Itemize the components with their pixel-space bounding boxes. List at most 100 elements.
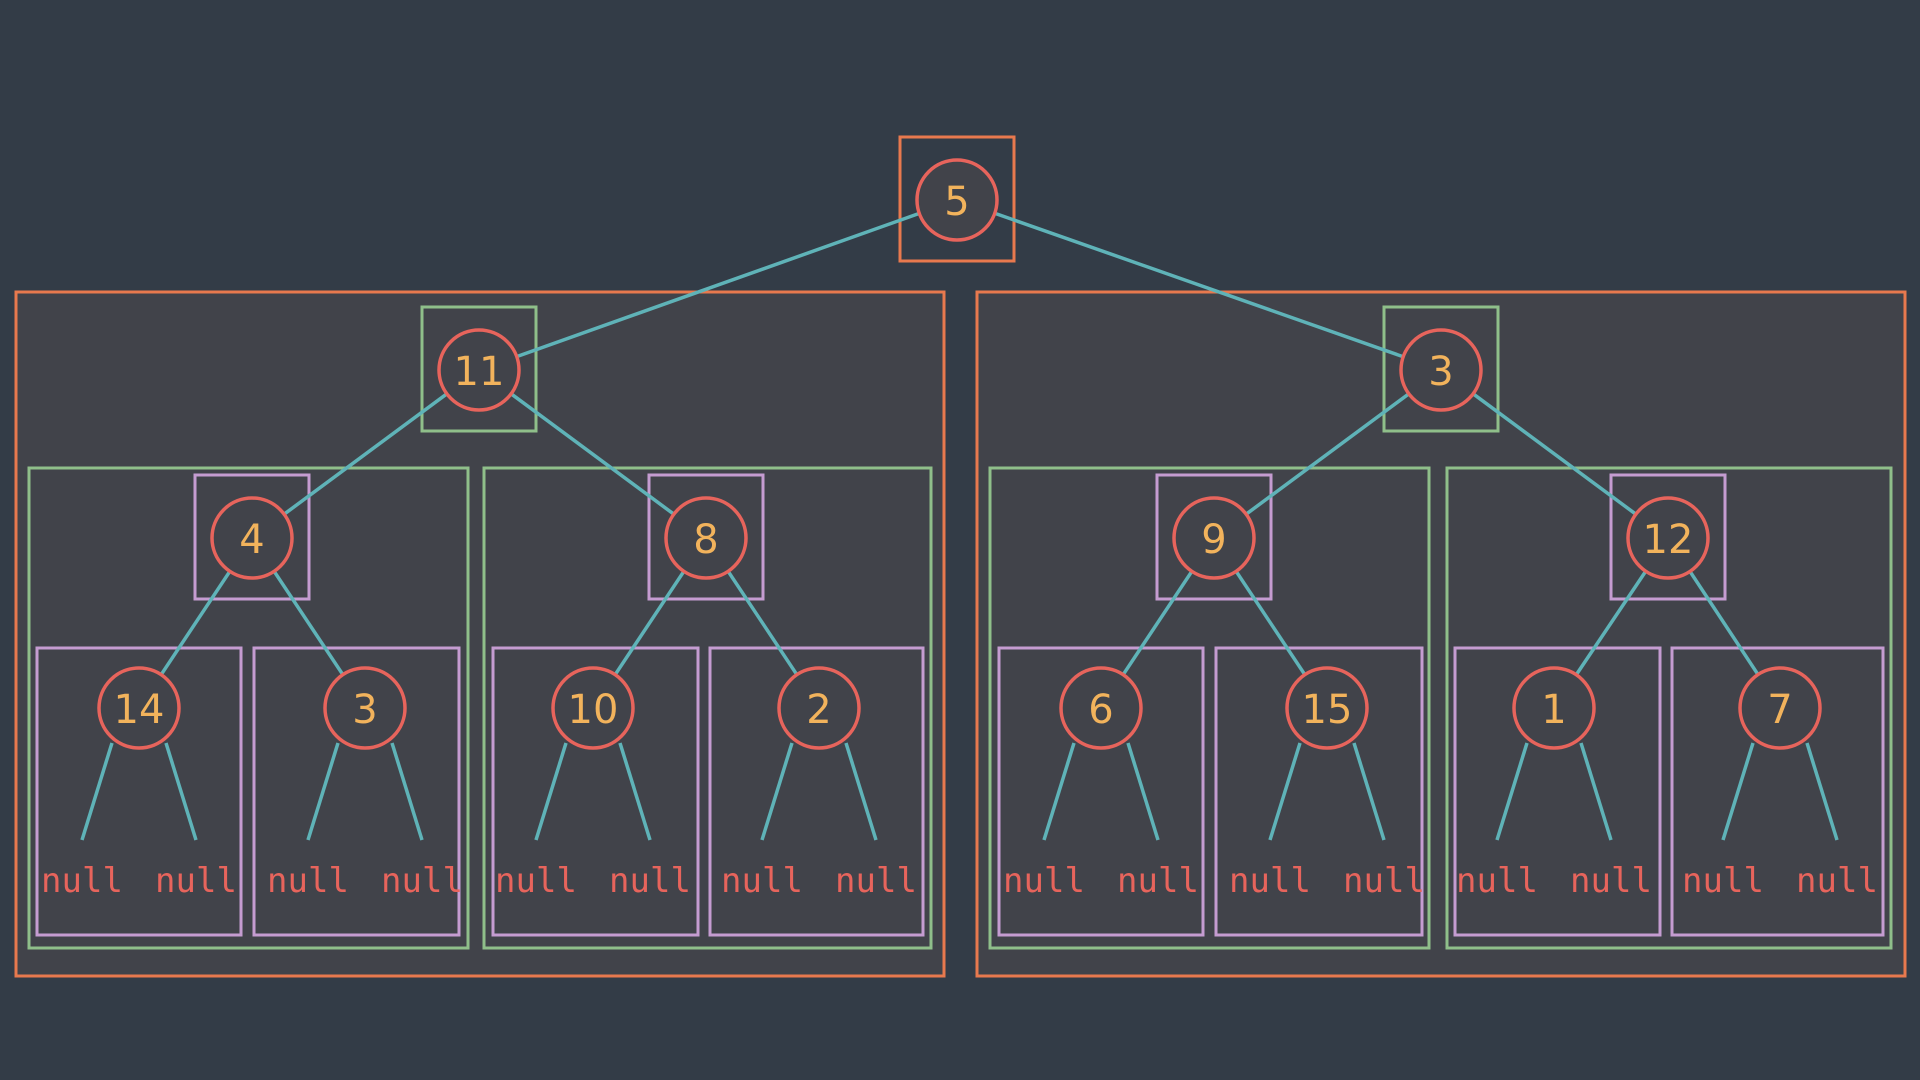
node-level3-1: 3	[323, 666, 407, 750]
null-edge	[164, 742, 198, 841]
node-value: 3	[1428, 349, 1453, 395]
edge-level2-2-to-4	[1121, 570, 1194, 676]
subtree-box-level3-1	[252, 646, 461, 937]
node-value: 15	[1302, 687, 1353, 733]
node-level2-2: 9	[1172, 496, 1256, 580]
edge-root-to-1	[994, 211, 1404, 359]
node-level2-3: 12	[1626, 496, 1710, 580]
subtree-box-level3-7	[1670, 646, 1885, 937]
null-label: null	[1343, 861, 1425, 901]
node-value: 12	[1643, 517, 1694, 563]
node-circle	[915, 158, 999, 242]
level2-node-box-2	[1155, 473, 1273, 601]
null-edge	[390, 742, 424, 841]
node-circle	[1399, 328, 1483, 412]
node-root: 5	[915, 158, 999, 242]
edge-level2-3-to-6	[1574, 570, 1648, 676]
null-edge	[1352, 742, 1386, 841]
node-level1-1: 3	[1399, 328, 1483, 412]
node-level3-3: 2	[777, 666, 861, 750]
null-edge	[1268, 742, 1302, 841]
null-edge	[1721, 742, 1755, 841]
null-edge	[760, 742, 794, 841]
node-value: 11	[454, 349, 505, 395]
null-edge	[1579, 742, 1613, 841]
null-edge	[844, 742, 878, 841]
node-value: 3	[352, 687, 377, 733]
node-value: 9	[1201, 517, 1226, 563]
node-value: 5	[944, 179, 969, 225]
node-value: 2	[806, 687, 831, 733]
edge-level2-3-to-7	[1688, 570, 1760, 676]
null-label: null	[155, 861, 237, 901]
null-label: null	[1682, 861, 1764, 901]
subtree-box-level2-1	[482, 466, 933, 950]
node-level2-0: 4	[210, 496, 294, 580]
edge-level1-0-to-0	[283, 392, 448, 516]
subtree-box-level2-0	[27, 466, 470, 950]
edge-level1-1-to-2	[1245, 392, 1410, 516]
node-circle	[777, 666, 861, 750]
null-edge	[534, 742, 568, 841]
level1-node-box-1	[1382, 305, 1500, 433]
node-circle	[551, 666, 635, 750]
subtree-box-level2-2	[988, 466, 1431, 950]
node-value: 4	[239, 517, 264, 563]
node-circle	[1512, 666, 1596, 750]
null-label: null	[41, 861, 123, 901]
null-edge	[1805, 742, 1839, 841]
null-edge	[1126, 742, 1160, 841]
edge-level1-0-to-1	[510, 392, 675, 516]
null-label: null	[1570, 861, 1652, 901]
node-circle	[1059, 666, 1143, 750]
level2-node-box-3	[1609, 473, 1727, 601]
null-label: null	[267, 861, 349, 901]
node-value: 6	[1088, 687, 1113, 733]
null-label: null	[835, 861, 917, 901]
subtree-box-level3-2	[491, 646, 700, 937]
null-edge	[306, 742, 340, 841]
node-level3-0: 14	[97, 666, 181, 750]
null-label: null	[381, 861, 463, 901]
null-label: null	[721, 861, 803, 901]
level2-node-box-1	[647, 473, 765, 601]
node-circle	[1285, 666, 1369, 750]
null-edge	[618, 742, 652, 841]
edge-level2-1-to-3	[726, 570, 799, 676]
subtree-boxes-layer	[14, 135, 1907, 978]
null-edge	[80, 742, 114, 841]
node-level3-7: 7	[1738, 666, 1822, 750]
edges-layer	[80, 211, 1839, 841]
node-circle	[664, 496, 748, 580]
node-level3-4: 6	[1059, 666, 1143, 750]
subtree-box-level2-3	[1445, 466, 1893, 950]
null-label: null	[1117, 861, 1199, 901]
node-value: 10	[568, 687, 619, 733]
null-label: null	[1796, 861, 1878, 901]
edge-level2-2-to-5	[1234, 570, 1307, 676]
null-label: null	[1229, 861, 1311, 901]
node-level1-0: 11	[437, 328, 521, 412]
subtree-box-level3-6	[1453, 646, 1662, 937]
node-circle	[437, 328, 521, 412]
edge-root-to-0	[516, 211, 920, 359]
null-label: null	[1456, 861, 1538, 901]
null-edge	[1495, 742, 1529, 841]
edge-level2-0-to-0	[159, 570, 232, 676]
subtree-box-level3-0	[35, 646, 243, 937]
node-level3-2: 10	[551, 666, 635, 750]
edge-level2-1-to-2	[613, 570, 686, 676]
node-value: 14	[114, 687, 165, 733]
node-level2-1: 8	[664, 496, 748, 580]
subtree-box-level3-5	[1214, 646, 1424, 937]
node-circle	[1738, 666, 1822, 750]
null-label: null	[609, 861, 691, 901]
edge-level1-1-to-3	[1472, 392, 1637, 516]
node-circle	[323, 666, 407, 750]
node-level3-6: 1	[1512, 666, 1596, 750]
node-value: 1	[1541, 687, 1566, 733]
node-circle	[210, 496, 294, 580]
root-highlight-box	[898, 135, 1016, 263]
